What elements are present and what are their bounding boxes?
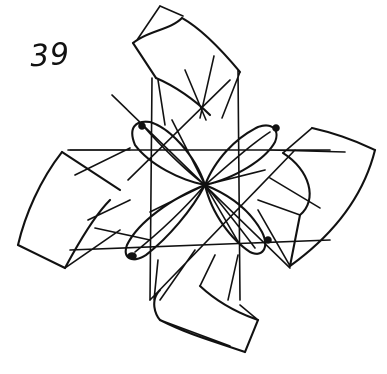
top-arm [133,6,240,125]
step-number-label: 39 [29,37,72,75]
bottom-arm [154,250,258,352]
right-arm [258,128,375,266]
